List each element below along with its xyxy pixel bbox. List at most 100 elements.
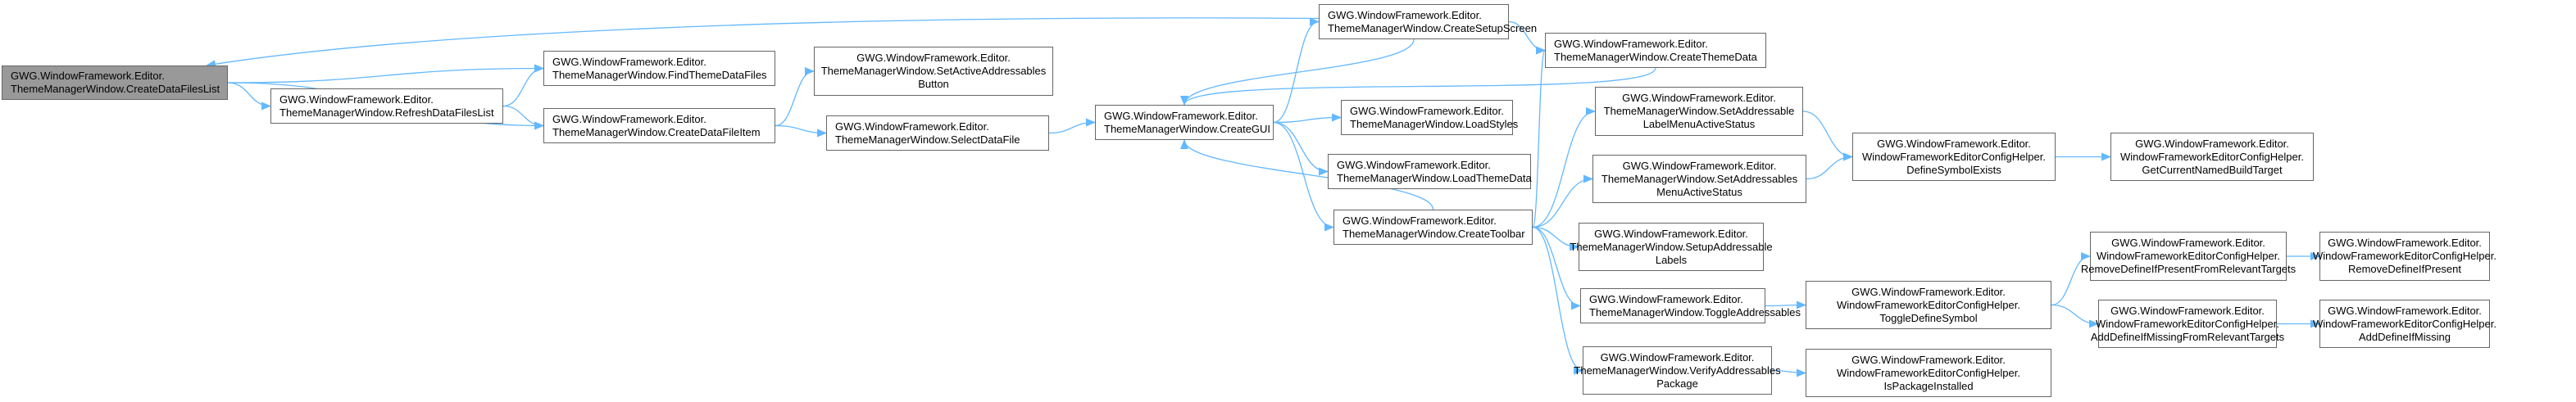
node-label-line: GWG.WindowFramework.Editor.	[2110, 304, 2265, 317]
node-label-line: GWG.WindowFramework.Editor.	[1851, 285, 2006, 298]
node-label-line: GWG.WindowFramework.Editor.	[1328, 8, 1482, 21]
node-label-line: GWG.WindowFramework.Editor.	[1350, 104, 1504, 117]
node-label-line: GWG.WindowFramework.Editor.	[856, 52, 1011, 64]
edge-n1-to-n2	[502, 64, 544, 107]
edge-n15-to-n19	[1765, 300, 1806, 309]
node-label-line: ThemeManagerWindow.SetActiveAddressables	[820, 65, 1047, 77]
node-n2[interactable]: GWG.WindowFramework.Editor.ThemeManagerW…	[543, 51, 775, 86]
node-label-line: WindowFrameworkEditorConfigHelper.	[2097, 250, 2280, 262]
node-label-line: ToggleDefineSymbol	[1879, 311, 1978, 324]
node-label-line: ThemeManagerWindow.LoadThemeData	[1337, 171, 1532, 184]
node-label-line: Package	[1656, 377, 1698, 390]
node-n11[interactable]: GWG.WindowFramework.Editor.ThemeManagerW…	[1328, 154, 1532, 189]
node-label-line: WindowFrameworkEditorConfigHelper.	[2313, 250, 2496, 262]
node-n10[interactable]: GWG.WindowFramework.Editor.ThemeManagerW…	[1341, 100, 1518, 135]
node-label-line: GWG.WindowFramework.Editor.	[279, 93, 434, 106]
node-n7[interactable]: GWG.WindowFramework.Editor.ThemeManagerW…	[1319, 4, 1537, 39]
node-label-line: ThemeManagerWindow.SetupAddressable	[1570, 240, 1773, 253]
node-n19[interactable]: GWG.WindowFramework.Editor.WindowFramewo…	[1806, 281, 2051, 329]
node-n9[interactable]: GWG.WindowFramework.Editor.ThemeManagerW…	[1595, 87, 1803, 136]
node-label-line: GWG.WindowFramework.Editor.	[1877, 137, 2031, 150]
node-n8[interactable]: GWG.WindowFramework.Editor.ThemeManagerW…	[1545, 33, 1766, 68]
node-label-line: GWG.WindowFramework.Editor.	[1343, 214, 1497, 227]
node-n5[interactable]: GWG.WindowFramework.Editor.ThemeManagerW…	[826, 115, 1049, 151]
node-label-line: GWG.WindowFramework.Editor.	[552, 112, 706, 125]
node-label-line: GWG.WindowFramework.Editor.	[1622, 92, 1776, 104]
node-label-line: GWG.WindowFramework.Editor.	[835, 120, 989, 133]
node-label-line: AddDefineIfMissing	[2359, 330, 2451, 343]
node-label-line: DefineSymbolExists	[1906, 163, 2001, 176]
node-label-line: GWG.WindowFramework.Editor.	[1600, 350, 1755, 364]
edge-n12-to-n6	[1180, 139, 1434, 210]
node-label-line: WindowFrameworkEditorConfigHelper.	[1837, 298, 2020, 311]
node-label-line: GWG.WindowFramework.Editor.	[1622, 159, 1777, 172]
node-n0[interactable]: GWG.WindowFramework.Editor.ThemeManagerW…	[2, 65, 228, 100]
node-n23[interactable]: GWG.WindowFramework.Editor.WindowFramewo…	[2091, 300, 2284, 348]
node-label-line: GetCurrentNamedBuildTarget	[2142, 163, 2283, 176]
node-n21[interactable]: GWG.WindowFramework.Editor.WindowFramewo…	[2081, 232, 2296, 281]
node-label-line: ThemeManagerWindow.FindThemeDataFiles	[552, 68, 767, 81]
edge-n12-to-n8	[1532, 46, 1546, 228]
edge-n19-to-n23	[2051, 304, 2099, 328]
edge-n7-to-n6	[1180, 38, 1415, 106]
node-label-line: GWG.WindowFramework.Editor.	[2328, 237, 2482, 249]
node-label-line: ThemeManagerWindow.ToggleAddressables	[1589, 305, 1801, 318]
node-label-line: ThemeManagerWindow.LoadStyles	[1350, 117, 1519, 130]
node-label-line: Button	[918, 78, 949, 90]
node-n18[interactable]: GWG.WindowFramework.Editor.WindowFramewo…	[2110, 133, 2314, 181]
node-label-line: ThemeManagerWindow.CreateGUI	[1104, 122, 1271, 135]
edge-n1-to-n3	[502, 105, 544, 130]
node-n6[interactable]: GWG.WindowFramework.Editor.ThemeManagerW…	[1095, 105, 1274, 140]
node-n24[interactable]: GWG.WindowFramework.Editor.WindowFramewo…	[2313, 300, 2496, 348]
node-label-line: IsPackageInstalled	[1883, 379, 1974, 392]
edge-n6-to-n12	[1273, 121, 1334, 232]
node-n12[interactable]: GWG.WindowFramework.Editor.ThemeManagerW…	[1333, 210, 1533, 245]
node-label-line: ThemeManagerWindow.CreateDataFileItem	[552, 125, 761, 138]
node-label-line: GWG.WindowFramework.Editor.	[552, 55, 706, 68]
node-label-line: AddDefineIfMissingFromRelevantTargets	[2090, 330, 2285, 343]
node-label-line: WindowFrameworkEditorConfigHelper.	[2120, 150, 2304, 163]
node-label-line: ThemeManagerWindow.SetAddressables	[1601, 172, 1798, 185]
node-label-line: GWG.WindowFramework.Editor.	[1554, 37, 1708, 50]
node-label-line: GWG.WindowFramework.Editor.	[11, 70, 165, 82]
node-label-line: LabelMenuActiveStatus	[1642, 118, 1756, 130]
edge-n12-to-n9	[1532, 107, 1596, 228]
edge-n0-to-n1	[227, 82, 271, 111]
node-label-line: ThemeManagerWindow.CreateSetupScreen	[1328, 21, 1538, 34]
node-label-line: ThemeManagerWindow.RefreshDataFilesList	[279, 106, 494, 119]
node-label-line: RemoveDefineIfPresentFromRelevantTargets	[2080, 263, 2297, 275]
node-label-line: MenuActiveStatus	[1656, 185, 1742, 198]
edge-n12-to-n14	[1532, 226, 1579, 251]
node-n16[interactable]: GWG.WindowFramework.Editor.ThemeManagerW…	[1574, 346, 1781, 395]
node-label-line: Labels	[1655, 253, 1688, 266]
node-n1[interactable]: GWG.WindowFramework.Editor.ThemeManagerW…	[270, 88, 503, 124]
node-n22[interactable]: GWG.WindowFramework.Editor.WindowFramewo…	[2313, 232, 2496, 281]
node-n20[interactable]: GWG.WindowFramework.Editor.WindowFramewo…	[1806, 349, 2051, 397]
edge-n3-to-n4	[775, 67, 815, 127]
node-n13[interactable]: GWG.WindowFramework.Editor.ThemeManagerW…	[1592, 155, 1806, 203]
edge-n6-to-n10	[1273, 113, 1342, 124]
edge-n12-to-n13	[1532, 174, 1593, 228]
node-label-line: GWG.WindowFramework.Editor.	[1594, 227, 1748, 240]
node-label-line: WindowFrameworkEditorConfigHelper.	[2313, 317, 2496, 330]
node-label-line: RemoveDefineIfPresent	[2347, 263, 2461, 275]
node-label-line: WindowFrameworkEditorConfigHelper.	[1862, 150, 2046, 163]
node-n15[interactable]: GWG.WindowFramework.Editor.ThemeManagerW…	[1580, 288, 1801, 323]
node-label-line: GWG.WindowFramework.Editor.	[1851, 353, 2006, 366]
edge-n8-to-n6	[1180, 67, 1656, 106]
node-label-line: GWG.WindowFramework.Editor.	[2135, 137, 2289, 150]
node-label-line: WindowFrameworkEditorConfigHelper.	[1837, 366, 2020, 379]
node-n3[interactable]: GWG.WindowFramework.Editor.ThemeManagerW…	[543, 108, 775, 143]
edge-n3-to-n5	[775, 124, 827, 138]
node-label-line: GWG.WindowFramework.Editor.	[1589, 292, 1743, 305]
edge-n6-to-n11	[1273, 121, 1329, 176]
node-n4[interactable]: GWG.WindowFramework.Editor.ThemeManagerW…	[814, 47, 1053, 96]
node-label-line: ThemeManagerWindow.CreateToolbar	[1343, 227, 1525, 240]
edge-n7-to-n0	[206, 17, 1320, 69]
node-n14[interactable]: GWG.WindowFramework.Editor.ThemeManagerW…	[1570, 223, 1773, 271]
edge-n16-to-n20	[1771, 368, 1806, 377]
edge-n13-to-n17	[1806, 152, 1853, 180]
edge-n9-to-n17	[1802, 111, 1853, 161]
node-n17[interactable]: GWG.WindowFramework.Editor.WindowFramewo…	[1852, 133, 2056, 181]
